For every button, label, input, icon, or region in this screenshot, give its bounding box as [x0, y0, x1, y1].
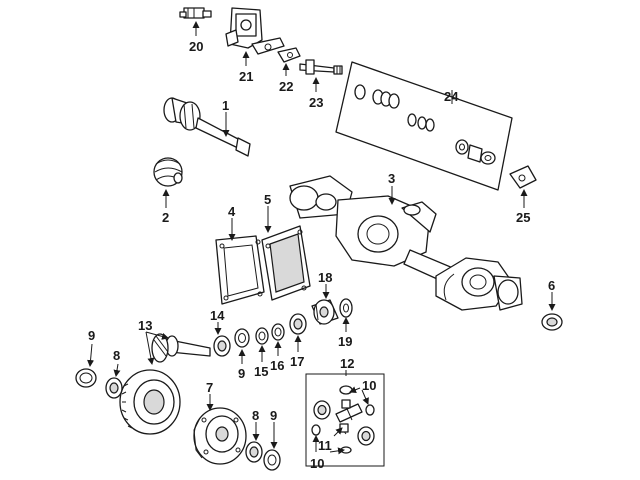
callout-1[interactable]: 1 — [222, 98, 229, 113]
part-12-gear-kit[interactable] — [305, 373, 385, 467]
part-24-kit-panel[interactable] — [335, 61, 513, 191]
callout-10-top[interactable]: 10 — [362, 378, 376, 393]
part-17-bearing[interactable] — [289, 313, 307, 335]
callout-10-bottom[interactable]: 10 — [310, 456, 324, 471]
callout-11[interactable]: 11 — [318, 438, 332, 453]
callout-20[interactable]: 20 — [189, 39, 203, 54]
part-22-bracket[interactable] — [277, 47, 301, 63]
callout-25[interactable]: 25 — [516, 210, 530, 225]
part-8-bearing-left[interactable] — [105, 377, 123, 399]
callout-15[interactable]: 15 — [254, 364, 268, 379]
callout-24[interactable]: 24 — [444, 89, 459, 104]
callout-13[interactable]: 13 — [138, 318, 152, 333]
gear-kit-box — [305, 373, 385, 467]
part-14-bearing[interactable] — [213, 335, 231, 357]
callout-labels: 20 21 22 23 24 1 2 3 4 5 25 6 18 19 17 1… — [88, 39, 555, 471]
part-3-housing[interactable] — [289, 175, 523, 311]
callout-3[interactable]: 3 — [388, 171, 395, 186]
part-7-diff-case[interactable] — [193, 407, 247, 465]
callout-5[interactable]: 5 — [264, 192, 271, 207]
callout-19[interactable]: 19 — [338, 334, 352, 349]
part-20-connector[interactable] — [179, 7, 212, 19]
part-15-spacer[interactable] — [255, 327, 269, 345]
part-16-shim[interactable] — [271, 323, 285, 341]
part-9-race-left[interactable] — [75, 368, 97, 388]
kit-parts — [354, 84, 496, 165]
callout-14[interactable]: 14 — [210, 308, 225, 323]
part-9-race-right[interactable] — [263, 449, 281, 471]
part-1-axle-shaft[interactable] — [163, 97, 251, 157]
part-18-flange[interactable] — [311, 299, 339, 325]
part-21-actuator[interactable] — [225, 7, 285, 55]
callout-8-left[interactable]: 8 — [113, 348, 120, 363]
callout-21[interactable]: 21 — [239, 69, 253, 84]
callout-9-upper[interactable]: 9 — [238, 366, 245, 381]
callout-9-left[interactable]: 9 — [88, 328, 95, 343]
callout-23[interactable]: 23 — [309, 95, 323, 110]
callout-lines — [87, 21, 556, 455]
callout-16[interactable]: 16 — [270, 358, 284, 373]
part-8-bearing-right[interactable] — [245, 441, 263, 463]
callout-9-right[interactable]: 9 — [270, 408, 277, 423]
part-2-boot[interactable] — [153, 157, 183, 187]
part-9-race-upper[interactable] — [234, 328, 250, 348]
callout-18[interactable]: 18 — [318, 270, 332, 285]
callout-4[interactable]: 4 — [228, 204, 236, 219]
part-13-ring-pinion[interactable] — [119, 333, 211, 435]
part-4-gasket[interactable] — [215, 235, 265, 305]
callout-6[interactable]: 6 — [548, 278, 555, 293]
callout-2[interactable]: 2 — [162, 210, 169, 225]
callout-22[interactable]: 22 — [279, 79, 293, 94]
part-6-seal[interactable] — [541, 313, 563, 331]
callout-17[interactable]: 17 — [290, 354, 304, 369]
part-25-plate[interactable] — [509, 165, 537, 189]
callout-8-right[interactable]: 8 — [252, 408, 259, 423]
callout-7[interactable]: 7 — [206, 380, 213, 395]
part-5-cover[interactable] — [261, 225, 311, 301]
part-23-shaft[interactable] — [299, 59, 343, 75]
callout-12[interactable]: 12 — [340, 356, 354, 371]
part-19-seal[interactable] — [339, 298, 353, 318]
